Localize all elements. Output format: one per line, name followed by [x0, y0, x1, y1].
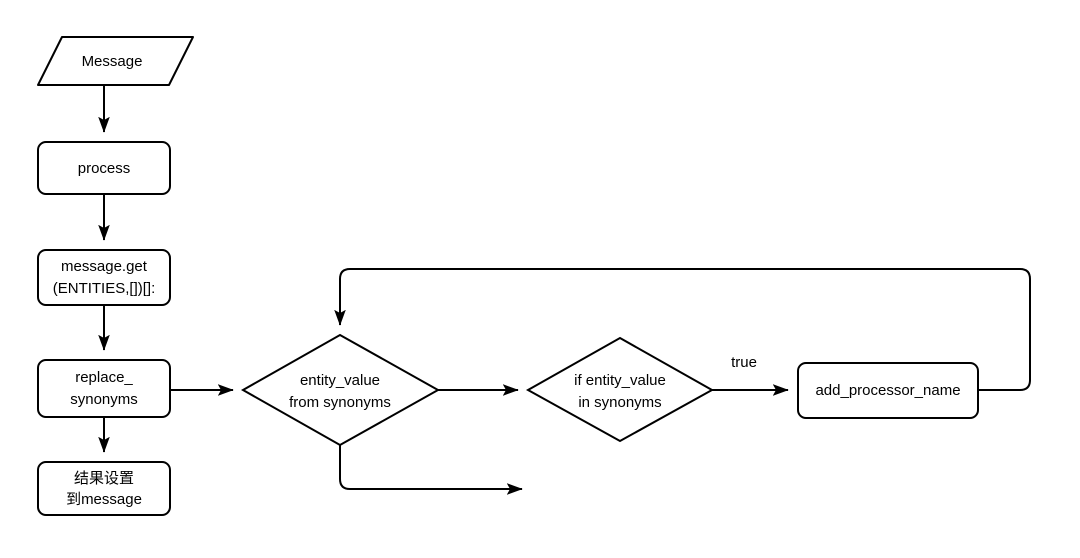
node-set-result[interactable]: 结果设置 到message	[37, 461, 171, 516]
entity-value-from-synonyms-label-line1: entity_value	[300, 372, 380, 389]
message-shape	[37, 36, 194, 86]
message-get-shape	[37, 249, 171, 306]
process-label: process	[78, 160, 131, 177]
edge-add-processor-name-loopback	[334, 268, 1031, 391]
if-entity-value-in-synonyms-shape	[525, 336, 715, 443]
message-get-label-line2: (ENTITIES,[])[]:	[53, 280, 156, 297]
add-processor-name-shape	[797, 362, 979, 419]
node-message-get[interactable]: message.get (ENTITIES,[])[]:	[37, 249, 171, 306]
node-entity-value-from-synonyms[interactable]: entity_value from synonyms	[240, 333, 441, 447]
node-process[interactable]: process	[37, 141, 171, 195]
replace-synonyms-shape	[37, 359, 171, 418]
add-processor-name-label: add_processor_name	[815, 382, 960, 399]
message-label: Message	[82, 53, 143, 70]
if-entity-value-in-synonyms-label-line2: in synonyms	[578, 394, 661, 411]
if-entity-value-in-synonyms-label-line1: if entity_value	[574, 372, 666, 389]
replace-synonyms-label-line1: replace_	[75, 369, 133, 386]
edge-entity-value-exit	[339, 445, 523, 495]
set-result-label-line1: 结果设置	[74, 470, 134, 487]
replace-synonyms-label-line2: synonyms	[70, 391, 138, 408]
set-result-shape	[37, 461, 171, 516]
entity-value-from-synonyms-shape	[240, 333, 441, 447]
node-add-processor-name[interactable]: add_processor_name	[797, 362, 979, 419]
node-if-entity-value-in-synonyms[interactable]: if entity_value in synonyms	[525, 336, 715, 443]
set-result-label-line2: 到message	[66, 491, 142, 508]
node-replace-synonyms[interactable]: replace_ synonyms	[37, 359, 171, 418]
entity-value-from-synonyms-label-line2: from synonyms	[289, 394, 391, 411]
edges-layer	[98, 86, 1031, 495]
edge-labels-layer: true	[731, 354, 757, 371]
nodes-layer: Message process message.get (ENTITIES,[]…	[37, 36, 979, 516]
message-get-label-line1: message.get	[61, 258, 148, 275]
node-message[interactable]: Message	[37, 36, 194, 86]
process-shape	[37, 141, 171, 195]
edge-label-true: true	[731, 354, 757, 371]
